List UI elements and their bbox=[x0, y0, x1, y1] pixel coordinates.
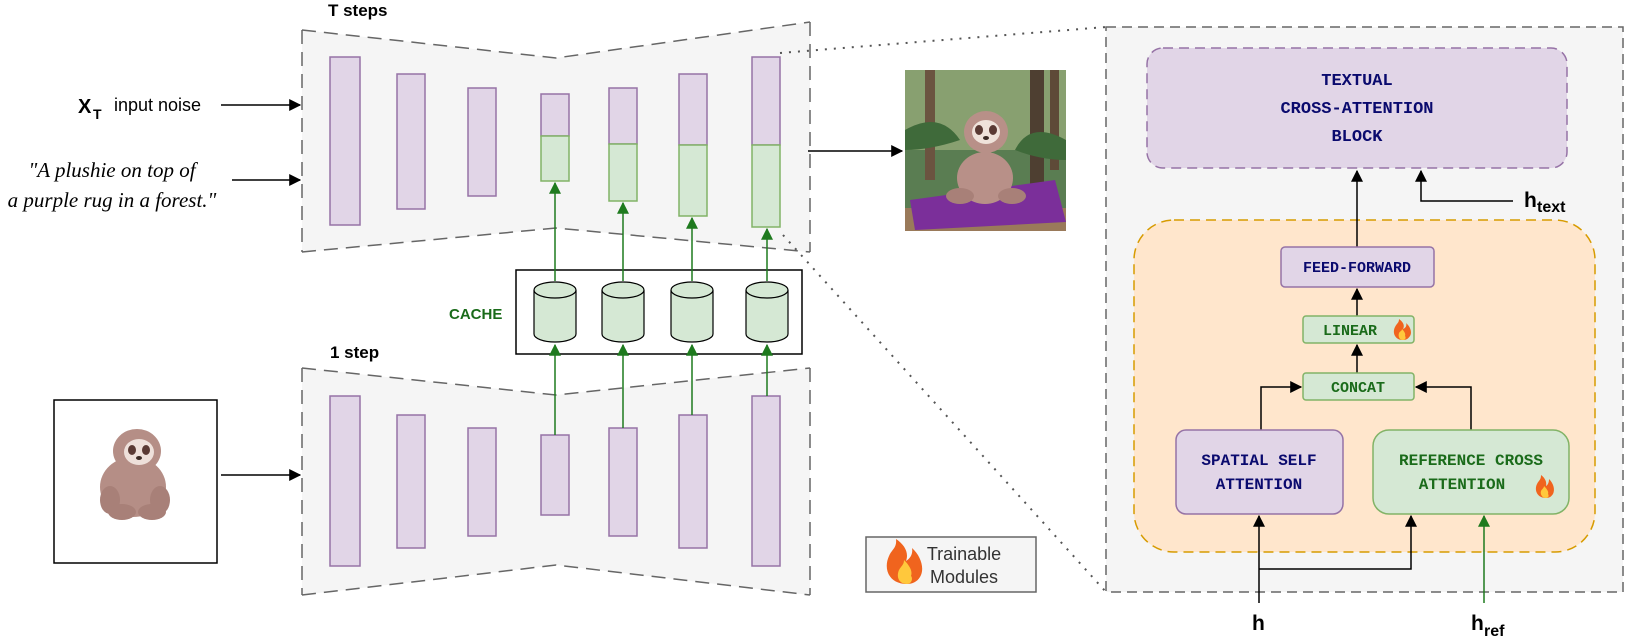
unet-block bbox=[540, 93, 570, 137]
fire-icon bbox=[1535, 475, 1554, 498]
cache-cylinder bbox=[745, 281, 789, 343]
feed-forward-label: FEED-FORWARD bbox=[1303, 260, 1411, 277]
spatial-label-line-2: ATTENTION bbox=[1216, 476, 1302, 494]
trainable-label-line-2: Modules bbox=[930, 567, 998, 587]
spatial-self-attention-block bbox=[1175, 429, 1344, 515]
cache-cylinder bbox=[670, 281, 714, 343]
cached-ref-attention-block bbox=[540, 135, 570, 182]
cached-ref-attention-block bbox=[751, 144, 781, 228]
one-step-label: 1 step bbox=[330, 343, 379, 362]
unet-block bbox=[678, 414, 708, 549]
cache-label: CACHE bbox=[449, 306, 502, 323]
linear-block bbox=[1302, 315, 1415, 344]
generated-image bbox=[905, 70, 1066, 231]
concat-block bbox=[1302, 372, 1415, 401]
textual-label-line-3: BLOCK bbox=[1331, 128, 1383, 147]
unet-block bbox=[396, 414, 426, 549]
spatial-label-line-1: SPATIAL SELF bbox=[1201, 452, 1316, 470]
cache-module: CACHE bbox=[449, 269, 803, 355]
unet-block bbox=[329, 395, 361, 567]
unet-block bbox=[467, 87, 497, 197]
text-prompt: "A plushie on top of a purple rug in a f… bbox=[8, 158, 302, 212]
zoom-line-top bbox=[779, 26, 1107, 54]
cache-cylinder bbox=[533, 281, 577, 343]
trainable-label-line-1: Trainable bbox=[927, 544, 1001, 564]
unet-block bbox=[608, 427, 638, 537]
textual-label-line-2: CROSS-ATTENTION bbox=[1280, 100, 1433, 119]
h-text-symbol: h bbox=[1524, 189, 1537, 212]
textual-cross-attention-block bbox=[1146, 47, 1568, 169]
cache-write-arrows bbox=[549, 343, 773, 435]
reference-label-line-1: REFERENCE CROSS bbox=[1399, 452, 1543, 470]
reference-image bbox=[53, 399, 218, 564]
concat-label: CONCAT bbox=[1331, 380, 1385, 397]
unet-block bbox=[540, 434, 570, 516]
unet-block bbox=[678, 73, 708, 146]
xt-symbol: X bbox=[78, 96, 92, 118]
h-text-subscript: text bbox=[1537, 199, 1566, 216]
cache-read-arrows bbox=[549, 181, 773, 281]
unet-block bbox=[329, 56, 361, 226]
unet-block bbox=[751, 56, 781, 146]
unet-block bbox=[396, 73, 426, 210]
cached-ref-attention-block bbox=[608, 143, 638, 202]
prompt-line-2: a purple rug in a forest." bbox=[8, 188, 217, 212]
feed-forward-block bbox=[1280, 246, 1435, 288]
h-ref-symbol: h bbox=[1471, 612, 1484, 635]
textual-label-line-1: TEXTUAL bbox=[1321, 72, 1392, 91]
transformer-detail-panel: TEXTUAL CROSS-ATTENTION BLOCK h text FEE… bbox=[1105, 26, 1624, 638]
cache-cylinder bbox=[601, 281, 645, 343]
h-text-arrow bbox=[1415, 169, 1513, 202]
unet-block bbox=[751, 395, 781, 567]
input-noise-label: input noise bbox=[114, 95, 201, 115]
prompt-line-1: "A plushie on top of bbox=[28, 158, 198, 182]
h-ref-subscript: ref bbox=[1484, 623, 1505, 638]
h-symbol: h bbox=[1252, 612, 1265, 635]
linear-label: LINEAR bbox=[1323, 323, 1377, 340]
trainable-legend: Trainable Modules bbox=[865, 536, 1037, 593]
cached-ref-attention-block bbox=[678, 144, 708, 217]
fire-icon bbox=[1393, 319, 1411, 340]
xt-subscript: T bbox=[93, 106, 102, 122]
unet-block bbox=[467, 427, 497, 537]
reference-cross-attention-block bbox=[1372, 429, 1570, 515]
reference-label-line-2: ATTENTION bbox=[1419, 476, 1505, 494]
noise-input: X T input noise bbox=[78, 95, 302, 122]
t-steps-label: T steps bbox=[328, 1, 388, 20]
unet-t-steps: T steps bbox=[301, 1, 811, 253]
unet-block bbox=[608, 87, 638, 145]
fire-icon bbox=[886, 539, 923, 584]
unet-one-step: 1 step bbox=[301, 343, 811, 596]
